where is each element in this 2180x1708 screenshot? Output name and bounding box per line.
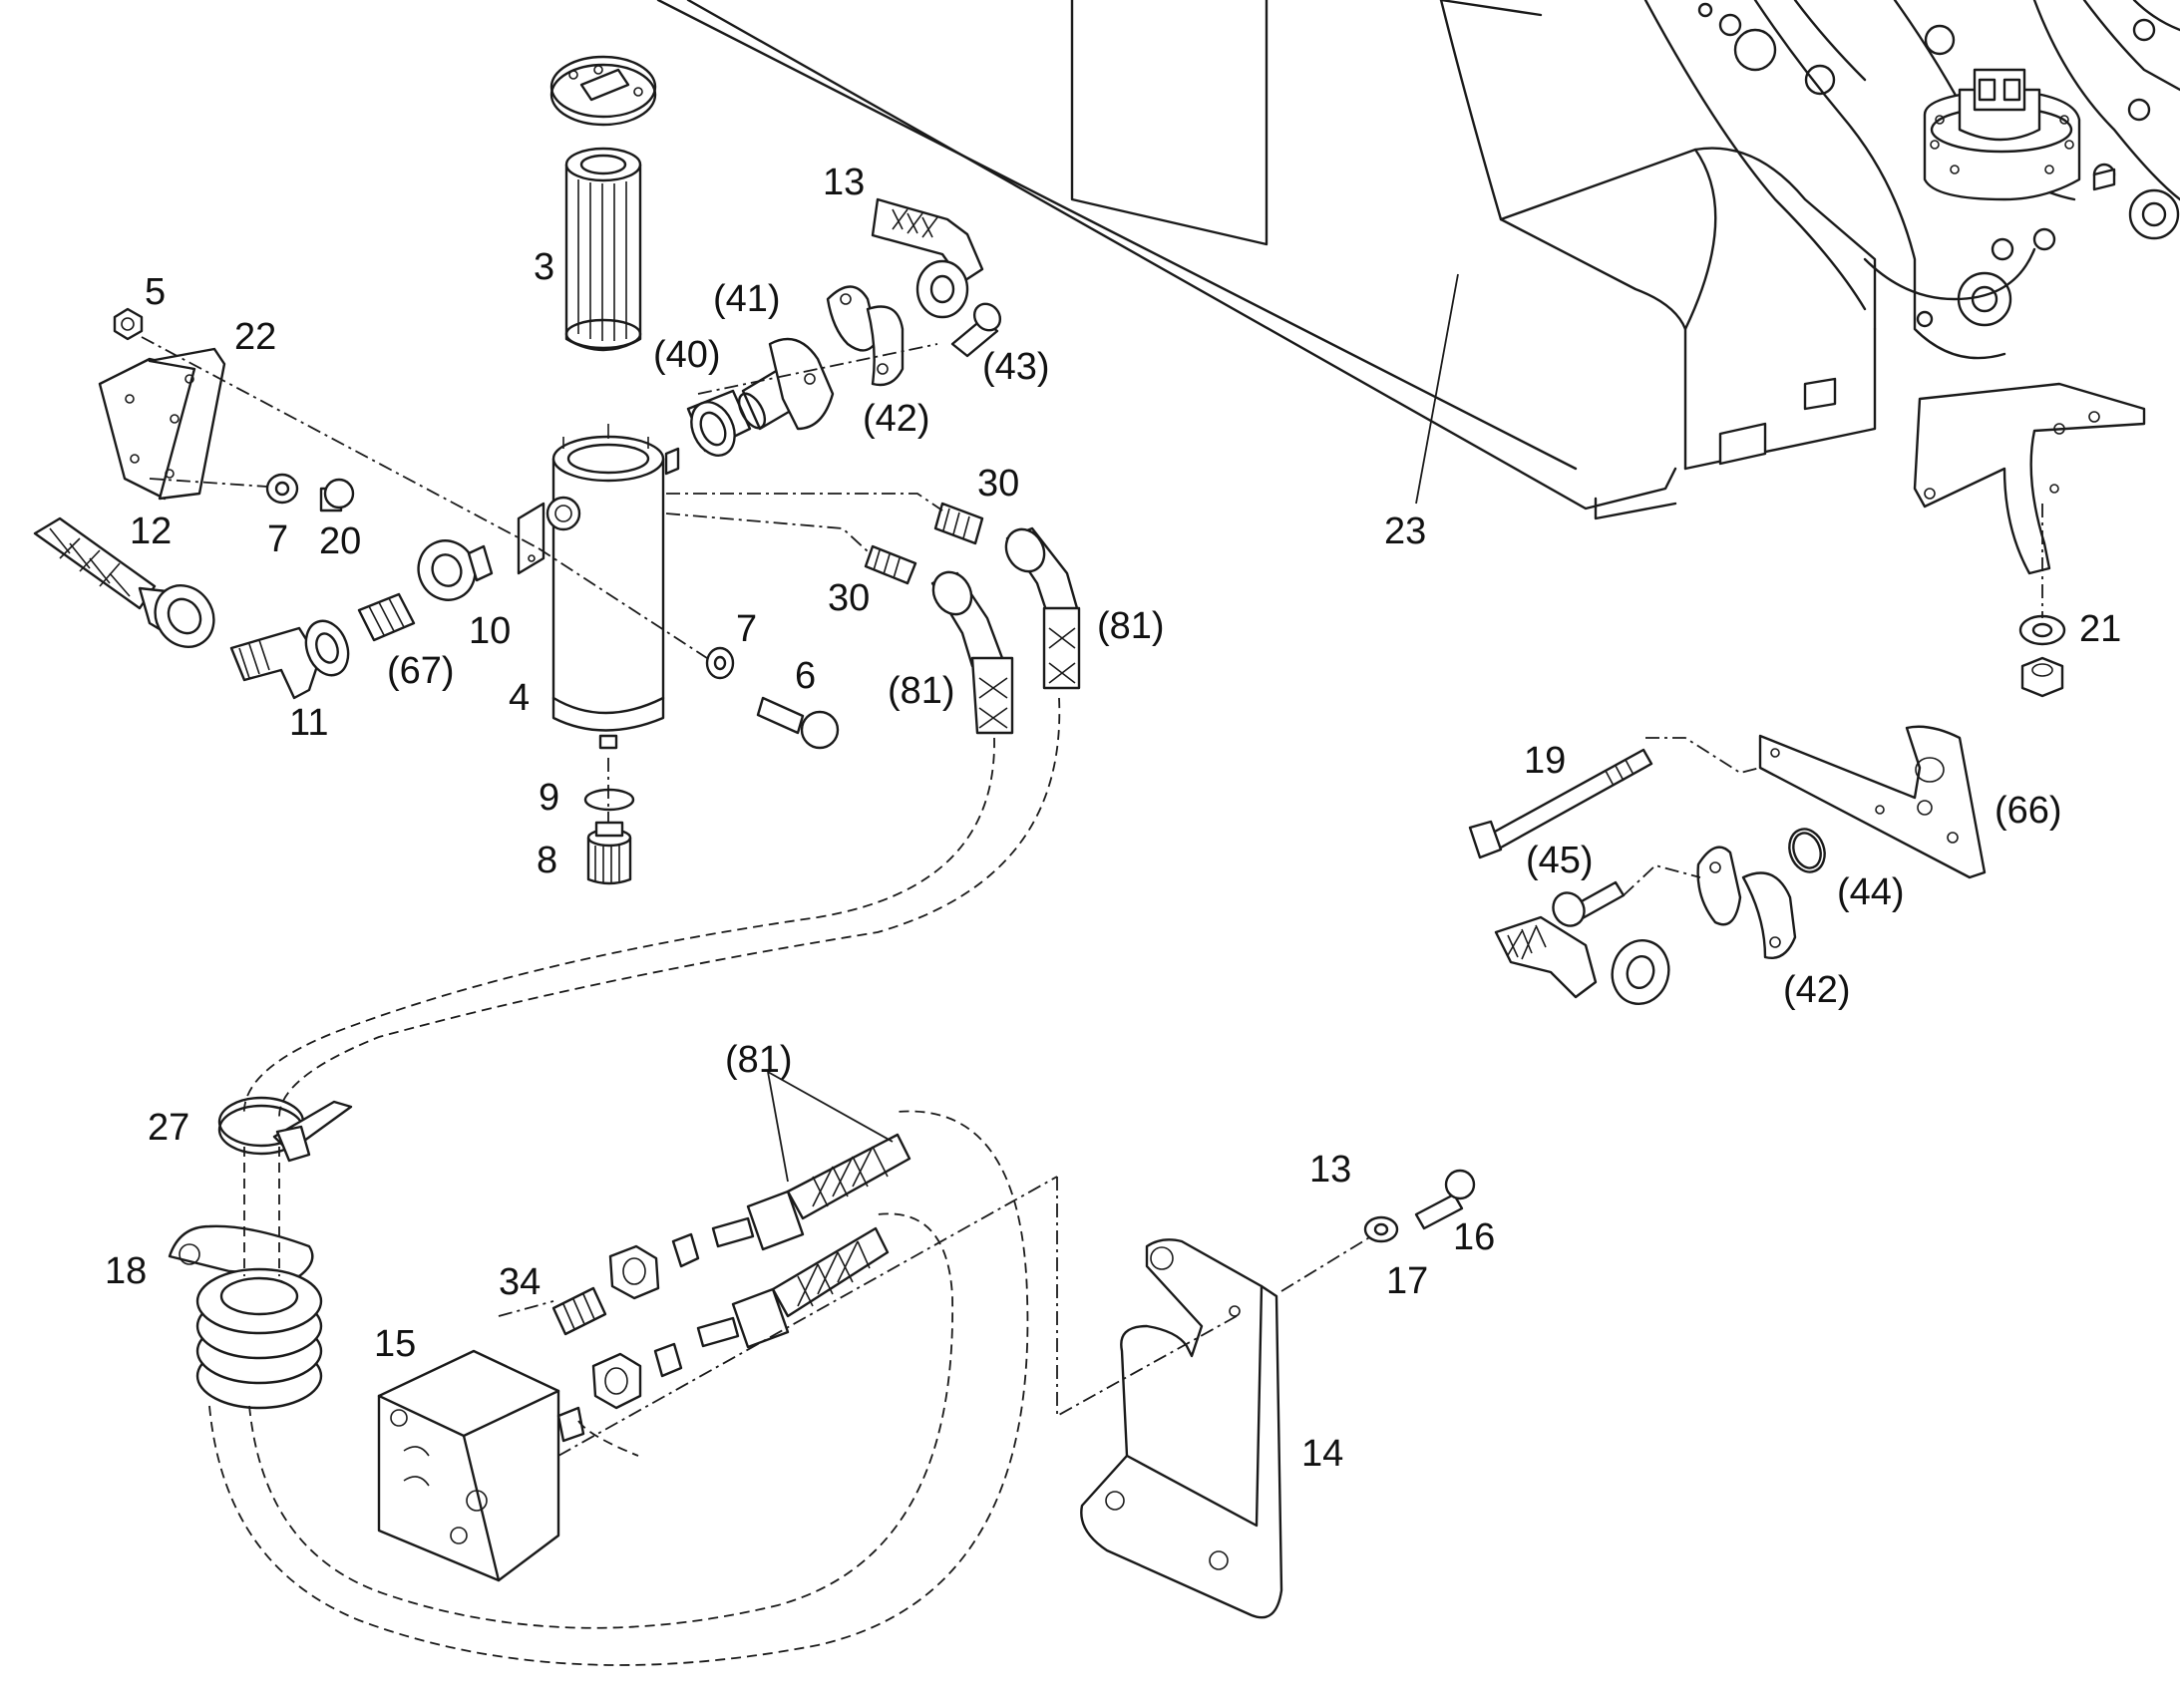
callout-6: 6: [795, 655, 816, 697]
callout-67: (67): [387, 650, 455, 692]
callout-13a: 13: [823, 162, 865, 203]
hose-assembly: [1004, 526, 1081, 690]
split-flange-clamp: [1696, 846, 1797, 959]
callout-18: 18: [105, 1250, 147, 1292]
callout-16: 16: [1453, 1216, 1495, 1258]
callout-14: 14: [1301, 1433, 1343, 1475]
callout-12: 12: [130, 511, 172, 552]
washer: [2018, 614, 2066, 646]
adapter-fitting: [686, 389, 752, 457]
support-bracket: [1080, 1238, 1283, 1619]
callout-7a: 7: [267, 518, 288, 560]
lock-nut: [113, 307, 144, 341]
callout-43: (43): [982, 346, 1050, 388]
callout-21: 21: [2079, 608, 2121, 650]
cable-tie: [217, 1096, 353, 1163]
cap-screw: [756, 696, 840, 750]
callout-8: 8: [537, 840, 557, 881]
callout-4: 4: [509, 677, 530, 719]
assembly-lines: [141, 336, 2043, 1457]
callout-81c: (81): [725, 1039, 793, 1081]
callout-9: 9: [539, 777, 559, 819]
straight-fitting: [551, 1286, 607, 1336]
lock-nut: [2020, 656, 2064, 698]
hose-assembly: [696, 1226, 890, 1349]
split-flange-clamp: [826, 285, 905, 387]
hex-nut: [608, 1244, 660, 1300]
washer: [265, 473, 299, 505]
o-ring: [1788, 828, 1826, 873]
callout-42a: (42): [863, 398, 930, 440]
callout-81a: (81): [1097, 605, 1165, 647]
cap-screw: [1552, 880, 1626, 927]
callout-44: (44): [1837, 871, 1905, 913]
hose-routing: [208, 697, 1061, 1666]
callout-23: 23: [1384, 511, 1426, 552]
callout-42b: (42): [1783, 969, 1851, 1011]
callout-20: 20: [319, 520, 361, 562]
callout-17: 17: [1386, 1260, 1428, 1302]
filter-cap: [549, 55, 657, 127]
cap-screw: [950, 302, 1002, 358]
filter-housing: [517, 424, 680, 750]
flange-adapter: [737, 337, 835, 431]
mounting-plate: [1758, 725, 1987, 879]
callout-10: 10: [469, 610, 511, 652]
hose-elbow: [1494, 915, 1670, 1005]
callout-5: 5: [145, 271, 166, 313]
valve-block: [377, 1349, 585, 1582]
elbow-fitting: [229, 619, 350, 700]
washer: [705, 646, 735, 680]
washer: [1363, 1215, 1399, 1243]
screw: [319, 478, 355, 512]
braided-hose: [33, 516, 215, 648]
callout-11: 11: [289, 702, 328, 744]
callout-7b: 7: [736, 608, 757, 650]
drain-plug: [586, 821, 632, 885]
hose-assembly: [930, 570, 1014, 735]
callout-19: 19: [1524, 740, 1566, 782]
port-plug: [417, 539, 494, 601]
callout-13b: 13: [1309, 1149, 1351, 1191]
cap-screw: [1414, 1169, 1476, 1230]
callout-81b: (81): [888, 670, 955, 712]
callout-34: 34: [499, 1261, 541, 1303]
seal-ring: [583, 788, 635, 812]
callout-15: 15: [374, 1323, 416, 1365]
hex-nut: [591, 1352, 642, 1410]
callout-pointers: [767, 273, 1459, 1183]
straight-fitting: [933, 502, 984, 545]
callout-45: (45): [1526, 840, 1594, 881]
machine-frame: [656, 0, 2180, 520]
mounting-bracket: [98, 347, 226, 501]
callout-40: (40): [653, 334, 721, 376]
callout-41: (41): [713, 278, 781, 320]
callout-22: 22: [234, 316, 276, 358]
straight-fitting: [864, 544, 917, 585]
callout-30b: 30: [828, 577, 870, 619]
cone-sleeve: [653, 1232, 700, 1378]
bracket-plate: [1913, 382, 2146, 575]
callout-66: (66): [1995, 790, 2062, 832]
callout-labels: 3 4 5 6 7 7 8 9 10 11 12 13 13 14 15 16 …: [105, 162, 2121, 1475]
hose-clamp: [168, 1224, 323, 1410]
nipple-fitting: [357, 592, 416, 642]
filter-element: [564, 147, 642, 352]
long-bolt: [1468, 748, 1653, 859]
hose-elbow: [871, 197, 984, 319]
callout-30a: 30: [977, 463, 1019, 505]
hose-assembly: [711, 1133, 911, 1251]
callout-3: 3: [534, 246, 554, 288]
callout-27: 27: [148, 1107, 189, 1149]
